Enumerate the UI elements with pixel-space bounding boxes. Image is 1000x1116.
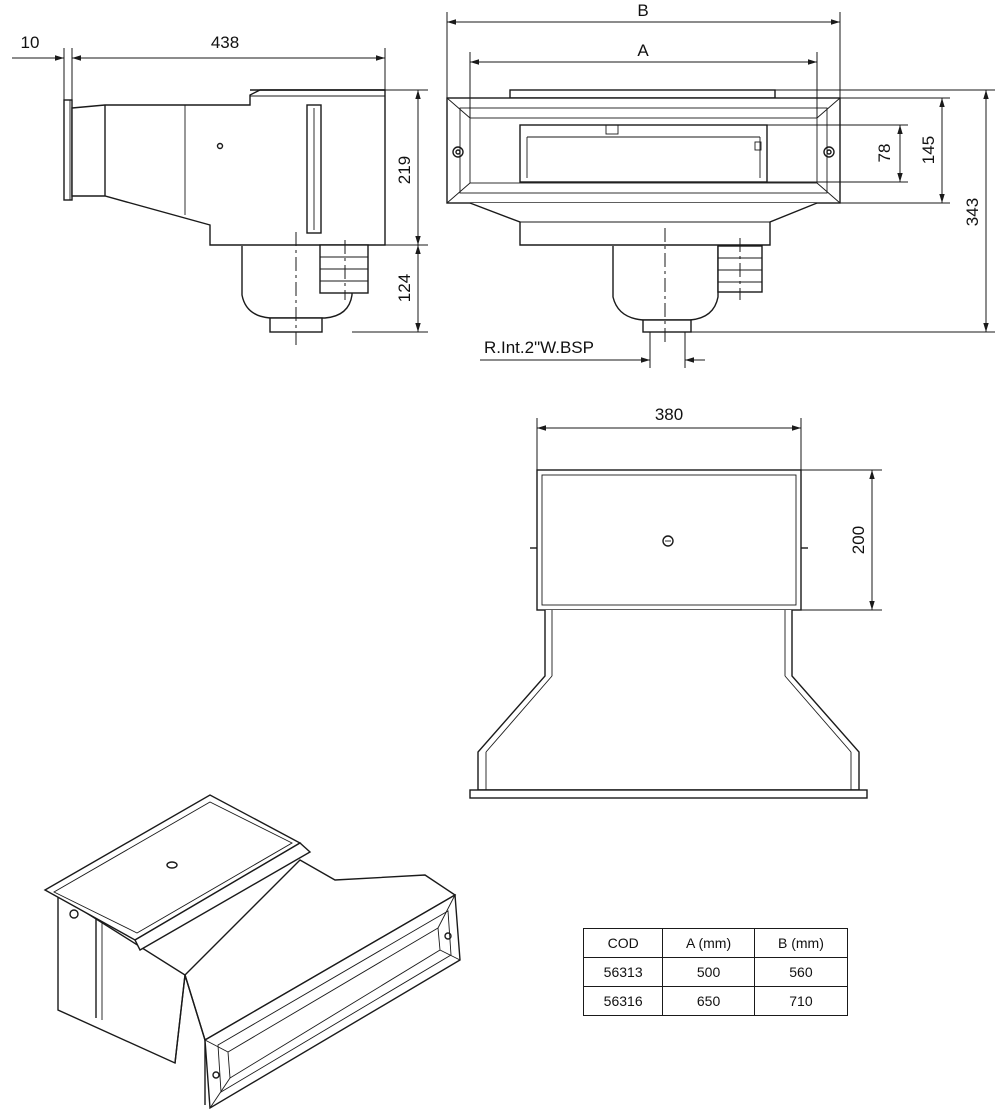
table-cell-b: 710 bbox=[753, 986, 849, 1016]
spec-table: COD A (mm) B (mm) 56313 500 560 56316 65… bbox=[582, 928, 849, 1016]
front-screw-right-icon bbox=[823, 146, 835, 158]
dim-flange-10: 10 bbox=[21, 33, 40, 52]
dim-depth-200: 200 bbox=[849, 526, 868, 554]
table-header-a: A (mm) bbox=[662, 928, 755, 958]
dim-height-78: 78 bbox=[875, 144, 894, 163]
dim-width-380: 380 bbox=[655, 405, 683, 424]
front-opening bbox=[519, 124, 768, 183]
iso-screw-right-icon bbox=[444, 932, 452, 940]
dim-width-b: B bbox=[637, 1, 648, 20]
front-screw-left-icon bbox=[452, 146, 464, 158]
table-header-cod: COD bbox=[582, 928, 664, 958]
dim-height-145: 145 bbox=[919, 136, 938, 164]
dim-height-219: 219 bbox=[395, 156, 414, 184]
top-lid bbox=[536, 469, 802, 611]
side-view: 10 438 219 124 bbox=[12, 33, 428, 345]
front-view: B A 78 145 343 R.Int.2"W.BSP bbox=[446, 1, 995, 368]
table-cell-a: 650 bbox=[662, 986, 755, 1016]
table-row: 56313 500 560 bbox=[582, 957, 849, 987]
iso-screw-left-icon bbox=[212, 1071, 220, 1079]
dim-depth-438: 438 bbox=[211, 33, 239, 52]
dim-height-124: 124 bbox=[395, 274, 414, 302]
dim-height-343: 343 bbox=[963, 198, 982, 226]
isometric-view bbox=[43, 794, 461, 1110]
thread-label: R.Int.2"W.BSP bbox=[484, 338, 594, 357]
side-body bbox=[71, 89, 386, 246]
side-flange-plate bbox=[63, 99, 73, 201]
spec-table-header-row: COD A (mm) B (mm) bbox=[582, 928, 849, 958]
table-cell-cod: 56313 bbox=[582, 957, 664, 987]
table-cell-cod: 56316 bbox=[582, 986, 664, 1016]
dim-width-a: A bbox=[637, 41, 649, 60]
side-screw-icon bbox=[216, 142, 224, 150]
top-lid-knob-icon bbox=[662, 535, 674, 547]
front-outlet bbox=[642, 319, 692, 333]
top-front-flange bbox=[469, 789, 868, 799]
iso-lid-knob-icon bbox=[166, 861, 178, 869]
table-row: 56316 650 710 bbox=[582, 986, 849, 1016]
top-view: 380 200 bbox=[469, 405, 882, 799]
top-body bbox=[477, 610, 860, 791]
table-cell-a: 500 bbox=[662, 957, 755, 987]
iso-side-screw-icon bbox=[69, 909, 79, 919]
table-cell-b: 560 bbox=[753, 957, 849, 987]
front-lid bbox=[509, 89, 776, 99]
table-header-b: B (mm) bbox=[753, 928, 849, 958]
front-hopper bbox=[469, 202, 818, 246]
